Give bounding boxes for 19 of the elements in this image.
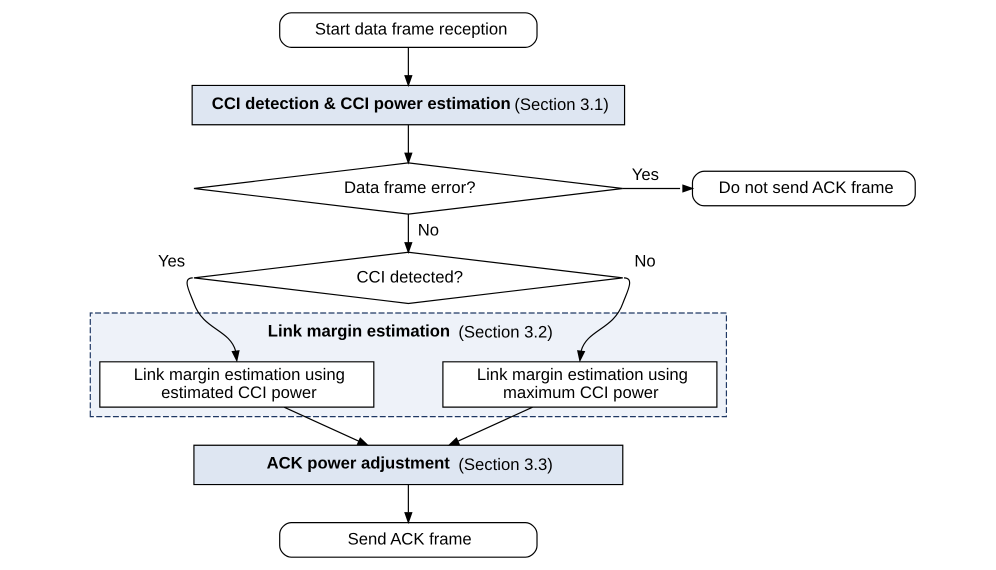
node-box: CCI detection & CCI power estimation (Section 3.1) [192, 84, 626, 126]
node-diamond: Data frame error? [193, 162, 624, 215]
arrow [404, 484, 413, 524]
node-box: Link margin estimation using estimated CCI power [99, 361, 374, 408]
node-box: Start data frame reception [279, 12, 538, 48]
arrow [577, 277, 630, 362]
node-box: Send ACK frame [279, 522, 538, 558]
arrow [404, 125, 413, 165]
arrow [404, 214, 413, 254]
edge-label: Yes [158, 252, 186, 271]
node-box: Link margin estimation using maximum CCI power [442, 361, 718, 408]
arrow [622, 184, 694, 193]
edge-label: Yes [632, 164, 659, 184]
edge-label: No [418, 220, 440, 240]
node-box: Do not send ACK frame [692, 170, 916, 206]
edge-label: No [634, 252, 656, 271]
arrow [404, 47, 413, 88]
node-box: ACK power adjustment (Section 3.3) [193, 444, 624, 486]
node-diamond: CCI detected? [193, 252, 624, 304]
